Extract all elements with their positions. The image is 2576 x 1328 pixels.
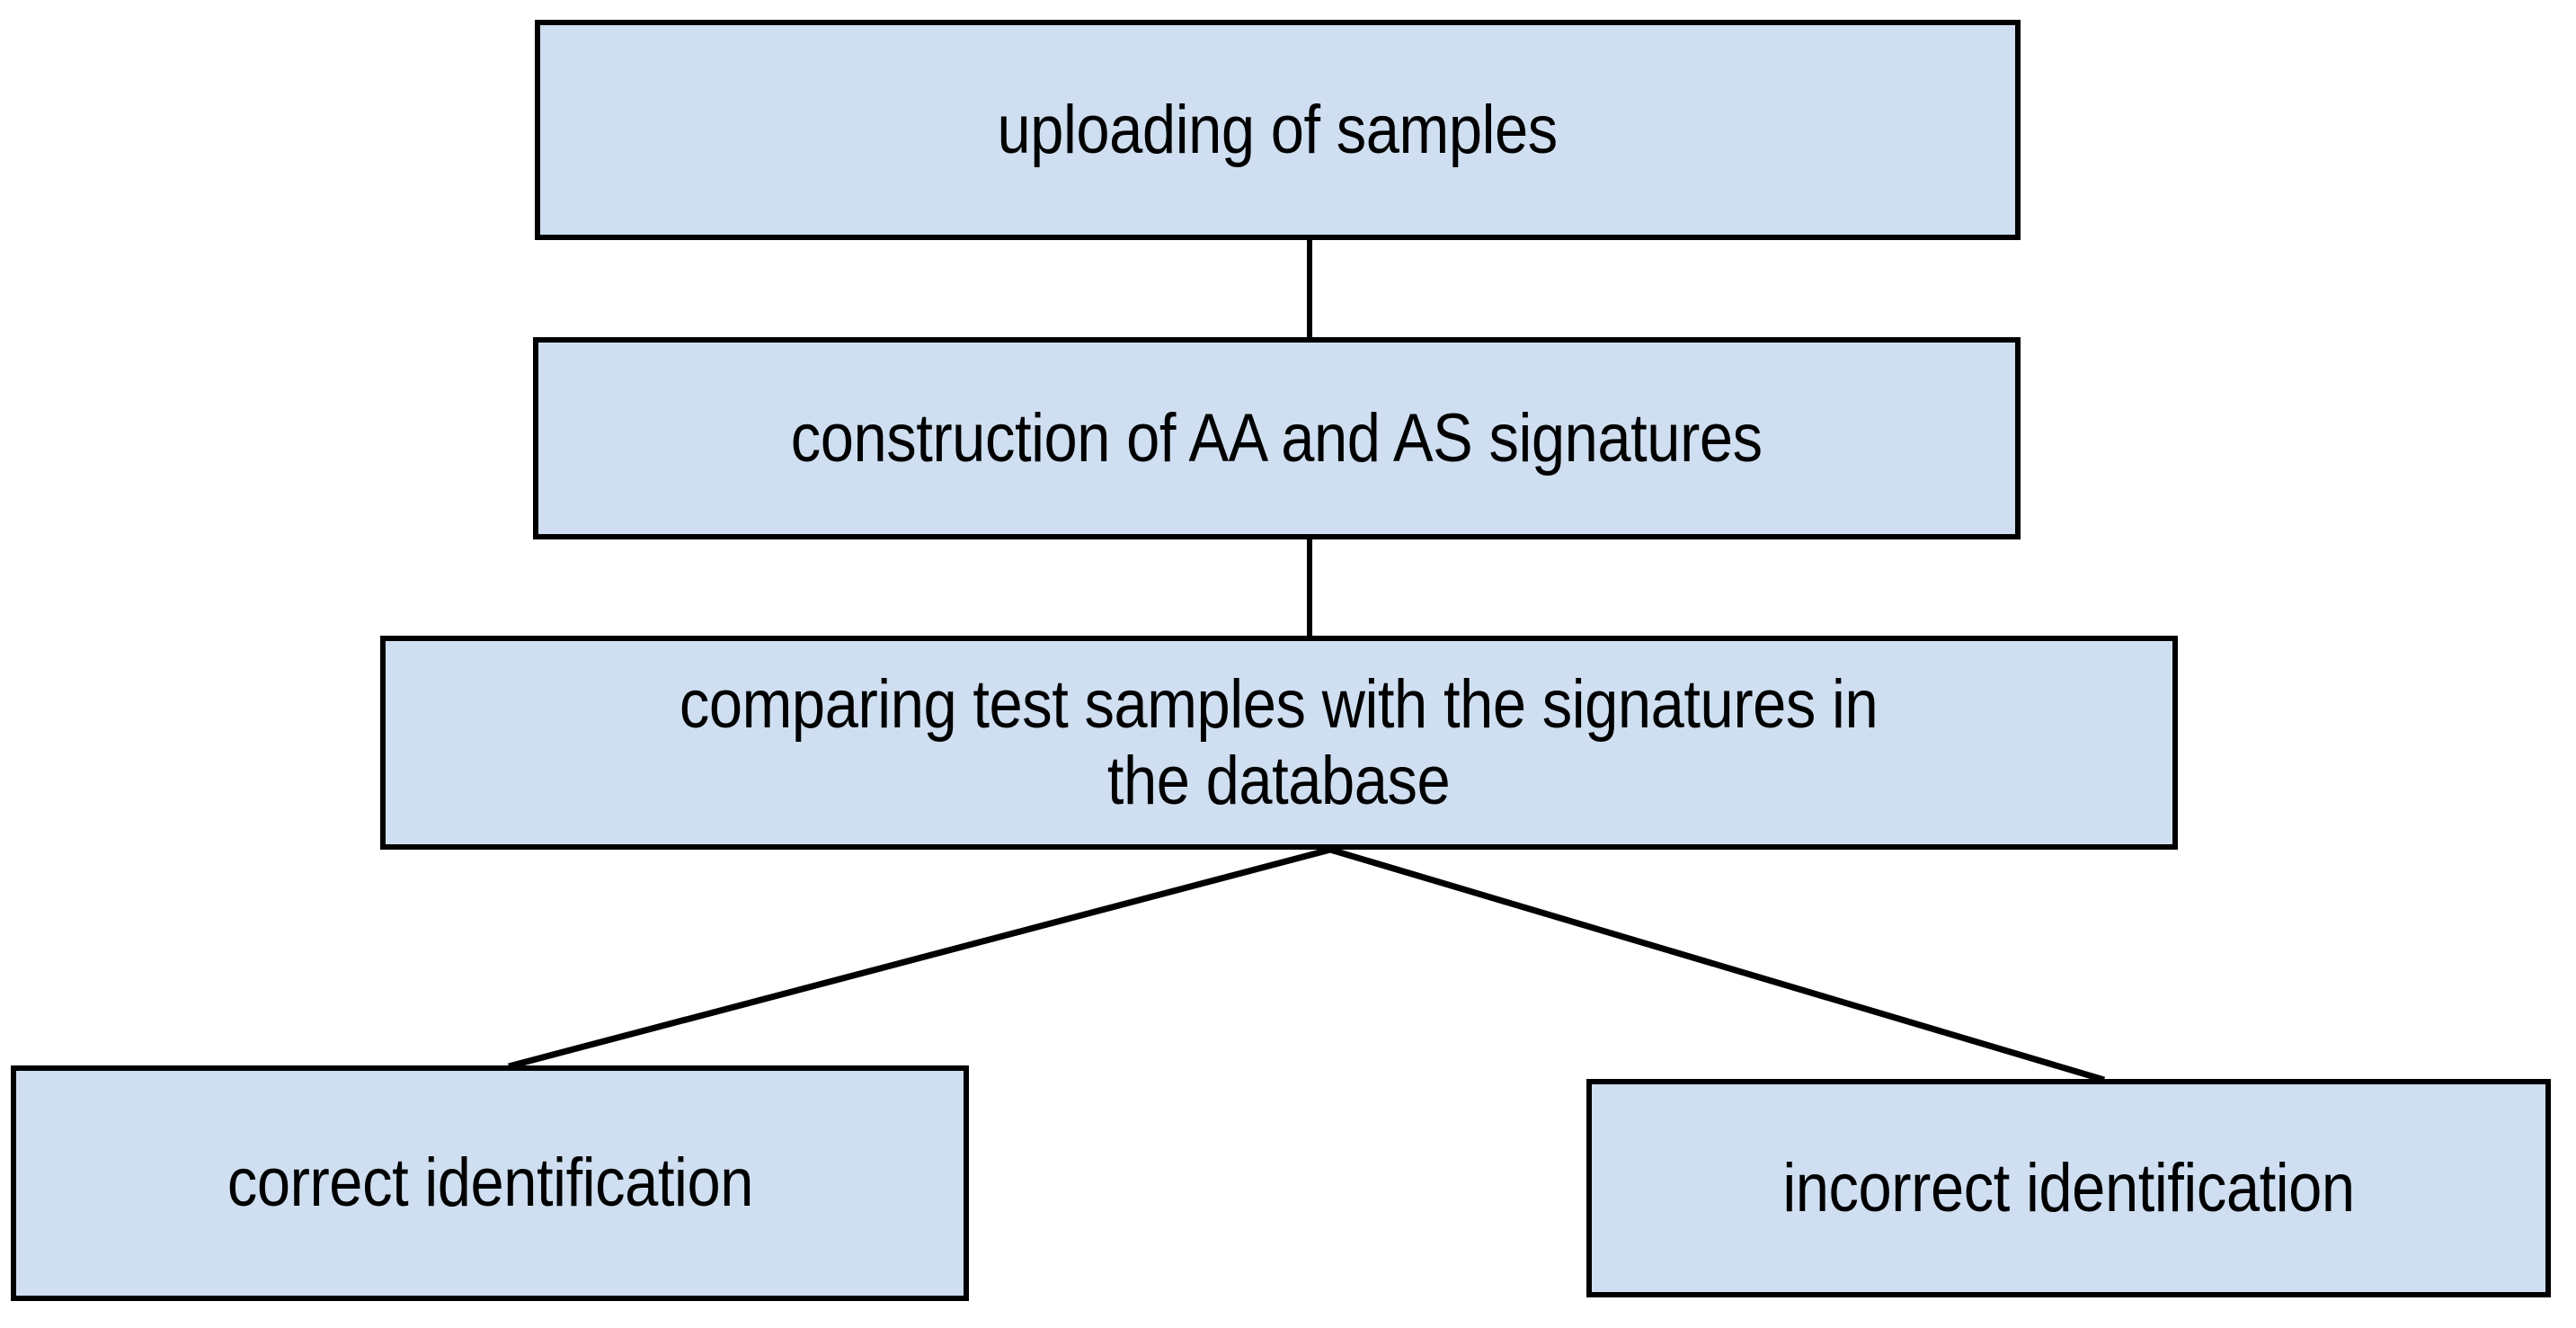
- uploading-of-samples-node[interactable]: uploading of samples: [535, 20, 2021, 240]
- connector-compare-to-correct: [508, 846, 1331, 1070]
- connector-compare-to-incorrect: [1329, 846, 2105, 1083]
- comparing-test-samples-label: comparing test samples with the signatur…: [680, 665, 1879, 819]
- uploading-of-samples-label: uploading of samples: [997, 91, 1559, 168]
- correct-identification-node[interactable]: correct identification: [11, 1065, 969, 1301]
- construction-of-signatures-label: construction of AA and AS signatures: [791, 399, 1763, 477]
- construction-of-signatures-node[interactable]: construction of AA and AS signatures: [533, 337, 2021, 539]
- incorrect-identification-node[interactable]: incorrect identification: [1586, 1079, 2551, 1297]
- comparing-test-samples-node[interactable]: comparing test samples with the signatur…: [380, 636, 2178, 850]
- incorrect-identification-label: incorrect identification: [1782, 1149, 2355, 1226]
- correct-identification-label: correct identification: [227, 1145, 753, 1222]
